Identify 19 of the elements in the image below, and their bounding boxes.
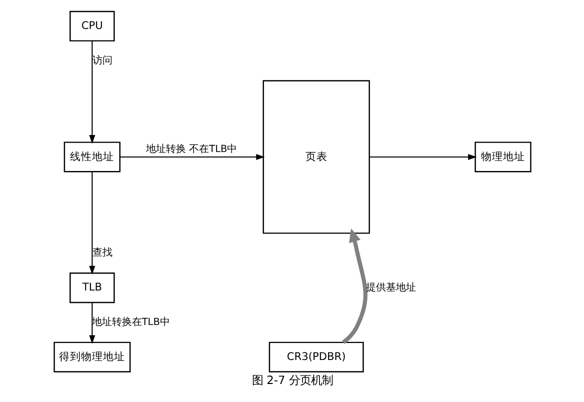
node-box: CR3(PDBR) — [268, 342, 364, 372]
node-box: 物理地址 — [474, 142, 531, 172]
arrow — [120, 154, 264, 160]
edge-label: 地址转换在TLB中 — [91, 316, 170, 328]
edge-label: 提供基地址 — [365, 282, 416, 294]
edge-label: 访问 — [92, 55, 112, 66]
arrow — [369, 154, 476, 160]
edge-label: 查找 — [92, 248, 112, 259]
arrow — [342, 228, 367, 344]
node-box: 页表 — [262, 80, 370, 234]
caption: 图 2-7 分页机制 — [252, 373, 332, 388]
node-box: CPU — [69, 10, 114, 42]
arrow — [88, 41, 95, 144]
node-box: 线性地址 — [63, 142, 120, 172]
edge-label: 地址转换 不在TLB中 — [146, 144, 237, 155]
arrow — [88, 302, 95, 344]
node-box: TLB — [69, 272, 114, 304]
arrow — [88, 172, 95, 275]
node-box: 得到物理地址 — [53, 342, 130, 372]
